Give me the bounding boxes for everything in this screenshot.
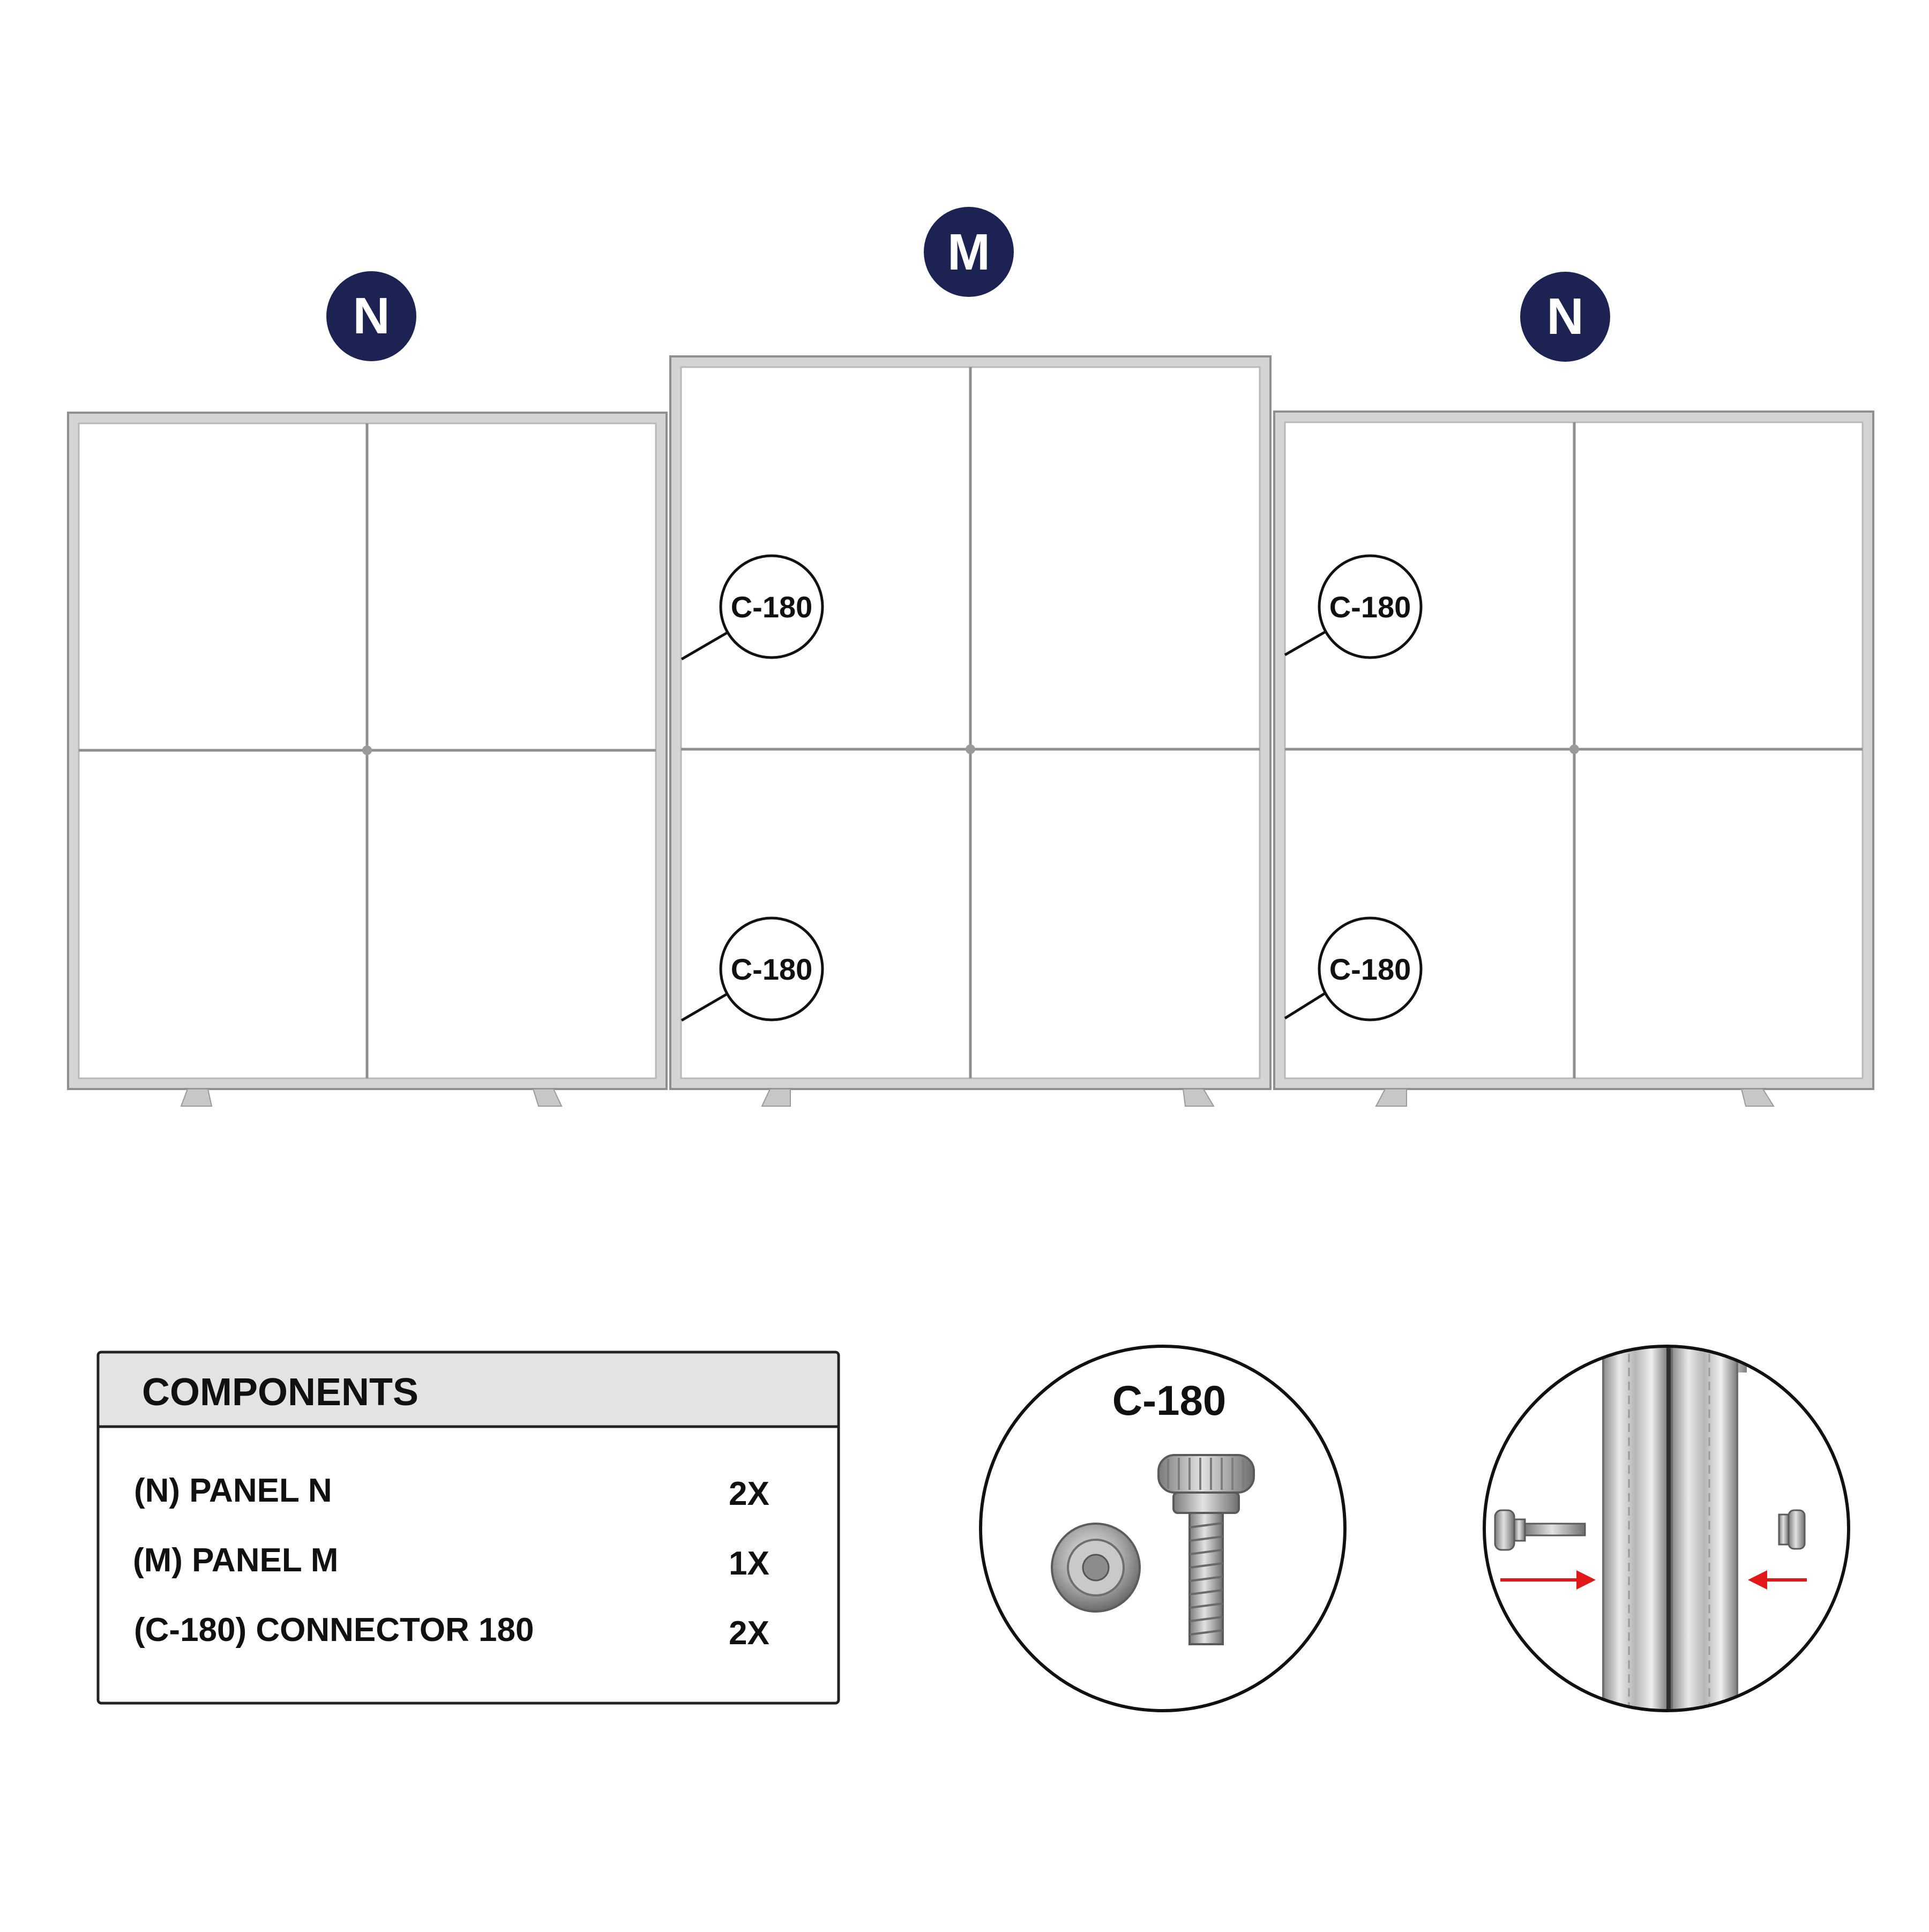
detail-circle: [979, 1345, 1347, 1712]
components-title: COMPONENTS: [142, 1371, 418, 1414]
panel-foot: [1740, 1088, 1775, 1107]
label-badge: [326, 271, 416, 361]
panel-foot: [1375, 1088, 1407, 1107]
panel-n-left: [67, 412, 668, 1107]
component-name: (N) PANEL N: [134, 1472, 332, 1509]
components-box: [96, 1351, 840, 1705]
connector-detail: C-180: [979, 1345, 1347, 1712]
crossbar-hub: [966, 744, 975, 754]
callout-circle: [1318, 554, 1423, 659]
components-header: [100, 1354, 837, 1427]
nut-icon: [1051, 1523, 1141, 1613]
panel-foot: [1182, 1088, 1215, 1107]
component-qty: 2X: [729, 1475, 769, 1512]
callout-text: C-180: [1329, 590, 1411, 624]
component-qty: 2X: [729, 1615, 769, 1652]
leader-line: [1284, 630, 1327, 657]
arrow-right-icon: [1500, 1570, 1596, 1590]
crossbar-hub: [362, 745, 372, 755]
leader-line: [1284, 991, 1327, 1020]
bolt-icon: [1157, 1454, 1255, 1645]
callout-text: C-180: [731, 952, 813, 986]
leader-line: [681, 992, 729, 1022]
callout-c180-mid-lower: C-180: [681, 916, 824, 1022]
callout-text: C-180: [1329, 952, 1411, 986]
callout-circle: [719, 554, 824, 659]
panel-foot: [761, 1088, 791, 1107]
label-text: N: [1546, 288, 1583, 345]
panel-foot: [532, 1088, 563, 1107]
label-text: N: [353, 287, 390, 345]
label-text: M: [947, 223, 990, 281]
panel-label-n-left: N: [326, 271, 416, 361]
callout-c180-right-lower: C-180: [1284, 916, 1423, 1021]
leader-line: [681, 631, 729, 661]
components-table: COMPONENTS (N) PANEL N 2X (M) PANEL M 1X…: [96, 1351, 840, 1705]
frame-pole-left: [1602, 1348, 1669, 1709]
frame-pole-right: [1671, 1348, 1738, 1709]
label-badge: [1520, 272, 1610, 362]
label-badge: [924, 207, 1014, 297]
component-name: (C-180) CONNECTOR 180: [134, 1612, 534, 1648]
callout-c180-right-upper: C-180: [1284, 554, 1423, 659]
component-name: (M) PANEL M: [133, 1542, 338, 1579]
crossbar-hub: [1569, 744, 1579, 754]
connector-title: C-180: [1112, 1377, 1226, 1424]
panel-m-middle: [669, 355, 1272, 1107]
callout-c180-mid-upper: C-180: [681, 554, 824, 661]
panel-label-n-right: N: [1520, 272, 1610, 362]
callout-circle: [719, 916, 824, 1021]
callout-text: C-180: [731, 590, 813, 624]
panel-foot: [180, 1088, 213, 1107]
bolt-icon: [1494, 1509, 1586, 1551]
detail-circle: [1483, 1345, 1850, 1712]
component-qty: 1X: [729, 1545, 769, 1582]
callout-circle: [1318, 916, 1423, 1021]
arrow-left-icon: [1748, 1570, 1807, 1590]
nut-icon: [1778, 1509, 1806, 1550]
panel-label-m: M: [924, 207, 1014, 297]
pole-connection-detail: [1483, 1345, 1850, 1712]
